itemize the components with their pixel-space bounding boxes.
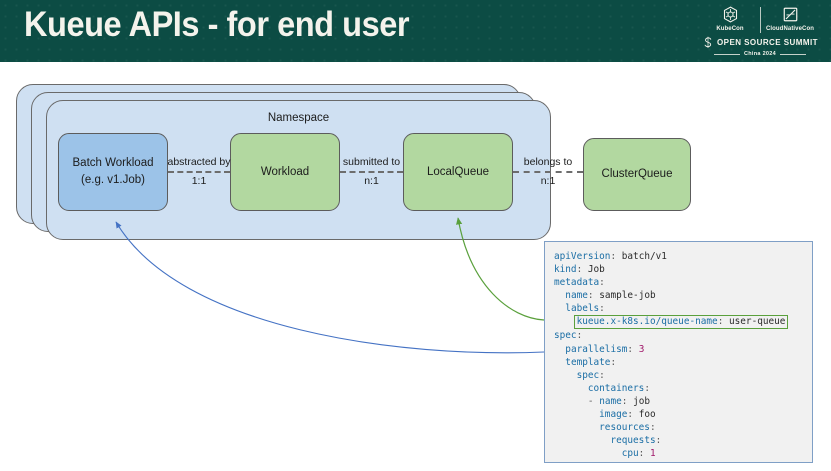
connector-abstracted-by-label: abstracted by [167,156,231,168]
page-title: Kueue APIs - for end user [24,5,410,44]
connector-submitted-to-label: submitted to [342,156,401,168]
localqueue-title: LocalQueue [426,165,490,178]
connector-belongs-to-cardinality: n:1 [540,175,556,187]
localqueue-box[interactable]: LocalQueue [403,133,513,211]
connector-submitted-to-cardinality: n:1 [364,175,379,187]
slide-header: Kueue APIs - for end user [0,0,831,62]
connector-abstracted-by-cardinality: 1:1 [191,175,207,187]
clusterqueue-box[interactable]: ClusterQueue [583,138,691,211]
workload-box[interactable]: Workload [230,133,340,211]
kubecon-label: KubeCon [716,26,744,32]
logo-divider [759,7,761,33]
queue-name-label-highlight[interactable]: kueue.x-k8s.io/queue-name: user-queue [573,315,789,330]
connector-belongs-to-label: belongs to [523,156,573,168]
workload-title: Workload [260,165,310,178]
kubecon-wheel-icon [722,5,739,24]
connector-belongs-to: belongs to n:1 [513,156,583,187]
namespace-label: Namespace [267,112,330,124]
batch-workload-title: Batch Workload [72,157,154,169]
logo-rule-right [780,53,807,55]
open-source-summit-label: OPEN SOURCE SUMMIT [717,38,818,47]
batch-workload-box[interactable]: Batch Workload (e.g. v1.Job) [58,133,168,211]
connector-submitted-to-line [340,171,403,173]
clusterqueue-title: ClusterQueue [601,168,673,180]
connector-submitted-to: submitted to n:1 [340,156,403,187]
logo-rule-left [713,53,740,55]
batch-workload-subtitle: (e.g. v1.Job) [81,174,145,186]
connector-abstracted-by: abstracted by 1:1 [167,156,231,187]
logo-year-label: China 2024 [743,51,777,57]
cloudnativecon-label: CloudNativeCon [765,26,815,32]
open-source-summit-s-icon [704,36,712,48]
conference-logo: KubeCon CloudNativeCon [701,3,819,59]
arrow-job-to-batch-workload [115,221,545,354]
connector-belongs-to-line [513,171,583,173]
yaml-code-block[interactable]: apiVersion: batch/v1 kind: Job metadata:… [544,241,813,463]
cloudnativecon-square-icon [782,5,799,24]
connector-abstracted-by-line [168,171,230,173]
